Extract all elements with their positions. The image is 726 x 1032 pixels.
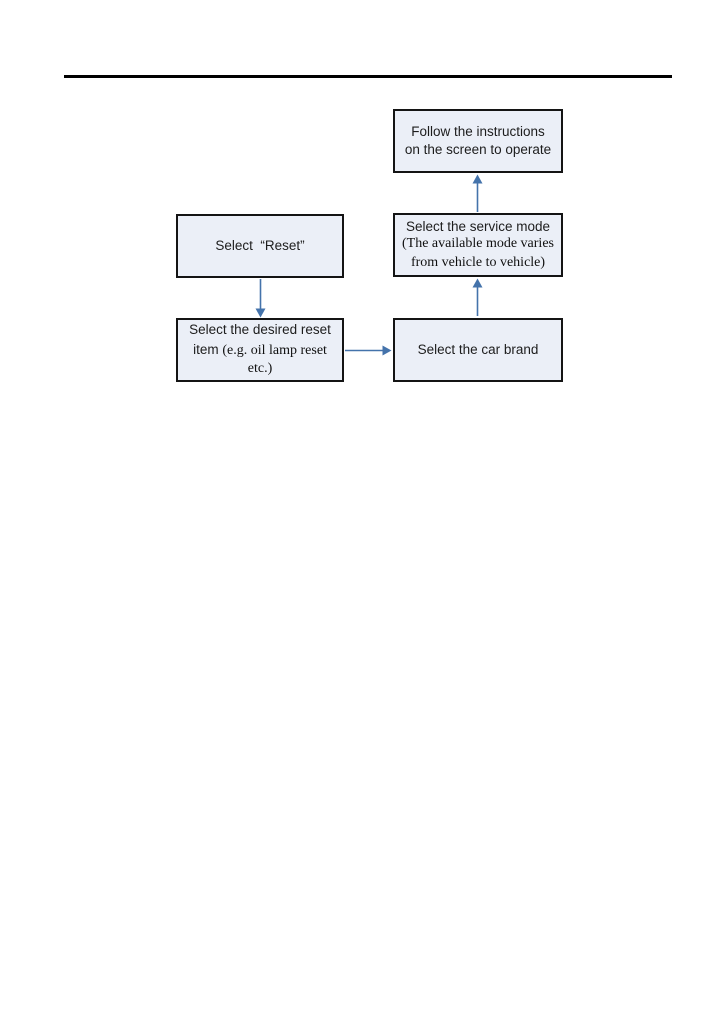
arrow-car-brand-to-service-mode	[472, 278, 483, 316]
flow-box-label-line: etc.)	[247, 361, 273, 377]
flow-box-select-reset: Select “Reset”	[176, 214, 344, 278]
arrow-select-reset-to-reset-item	[255, 279, 266, 318]
flow-box-label-line: Follow the instructions	[411, 124, 545, 140]
arrow-reset-item-to-car-brand	[345, 345, 392, 356]
flow-box-label-line: on the screen to operate	[404, 142, 552, 157]
arrow-service-mode-to-follow-instructions	[472, 174, 483, 212]
flow-box-label-line: item (e.g. oil lamp reset	[193, 339, 327, 360]
flow-box-label-sans-part: item	[193, 341, 223, 357]
flow-box-label-line: Select the service mode	[405, 218, 551, 234]
flow-box-label: Select the car brand	[417, 342, 539, 358]
flow-box-label-line: Select the desired reset	[189, 322, 331, 338]
flow-box-note-line: (The available mode varies	[402, 236, 554, 252]
flow-box-car-brand: Select the car brand	[393, 318, 563, 382]
flow-box-note-line: from vehicle to vehicle)	[410, 254, 546, 270]
flow-box-follow-instructions: Follow the instructions on the screen to…	[393, 109, 563, 173]
header-rule	[64, 75, 672, 78]
flow-box-service-mode: Select the service mode (The available m…	[393, 213, 563, 277]
flow-box-label: Select “Reset”	[215, 238, 305, 254]
flow-box-label-serif-part: (e.g. oil lamp reset	[222, 342, 327, 358]
flow-box-reset-item: Select the desired reset item (e.g. oil …	[176, 318, 344, 382]
